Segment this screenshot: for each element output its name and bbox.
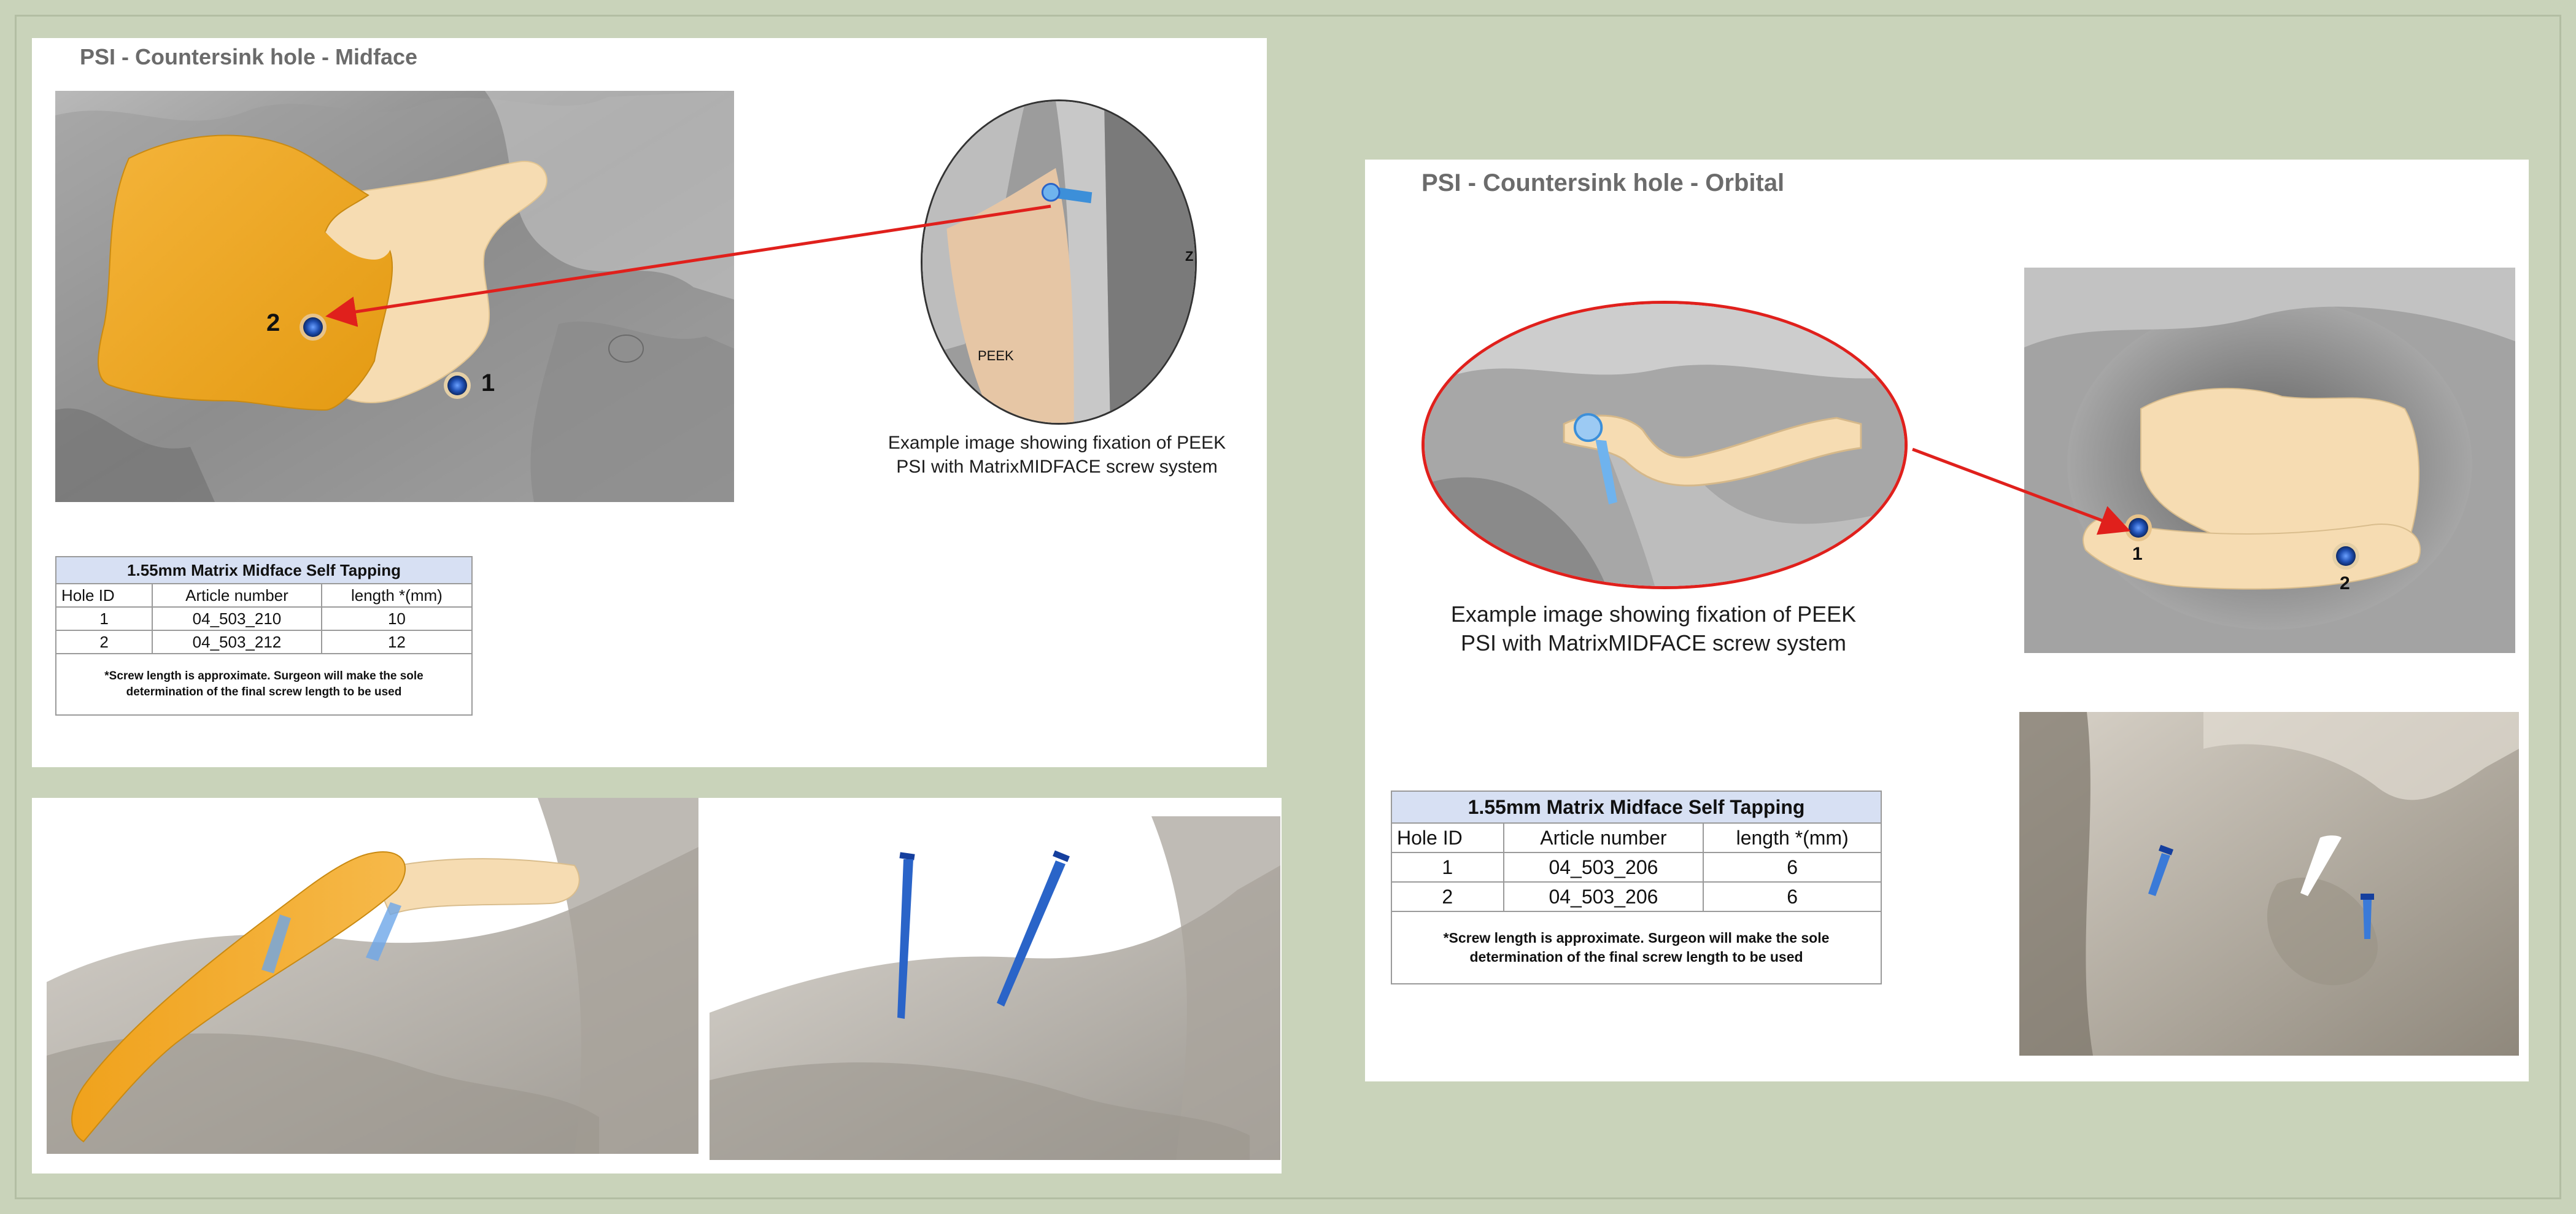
orbital-marker-1: 1: [2132, 544, 2143, 564]
orbital-table-header-hole: Hole ID: [1391, 822, 1504, 853]
midface-marker-1: 1: [481, 369, 495, 396]
orbital-render-bottom: [2019, 712, 2519, 1056]
orbital-row1-article: 04_503_206: [1503, 852, 1704, 883]
midface-note-line2: determination of the final screw length …: [126, 686, 402, 698]
midface-note-line1: *Screw length is approximate. Surgeon wi…: [104, 670, 424, 683]
orbital-caption: Example image showing fixation of PEEK P…: [1390, 600, 1917, 658]
orbital-row2-length: 6: [1703, 881, 1882, 912]
midface-inset-corner-label: Z: [1185, 249, 1194, 264]
implant-side-graphic: [47, 798, 698, 1154]
midface-table-header-hole: Hole ID: [55, 583, 153, 608]
midface-row1-hole: 1: [55, 606, 153, 631]
midface-row1-article: 04_503_210: [152, 606, 322, 631]
midface-title: PSI - Countersink hole - Midface: [80, 44, 418, 69]
implant-side-render: [47, 798, 698, 1154]
midface-panel: PSI - Countersink hole - Midface: [32, 38, 1267, 767]
table-row: 2 04_503_212 12: [55, 630, 473, 654]
orbital-marker-2: 2: [2340, 573, 2350, 593]
midface-table-header-length: length *(mm): [320, 583, 473, 608]
orbital-render-top: 1 2: [2024, 268, 2515, 653]
screw-2-icon: [997, 850, 1070, 1007]
orbital-inset-graphic: [1425, 304, 1905, 586]
midface-caption: Example image showing fixation of PEEK P…: [842, 431, 1267, 479]
orbital-render-top-graphic: [2024, 268, 2515, 653]
orbital-table-note: *Screw length is approximate. Surgeon wi…: [1391, 911, 1882, 984]
table-row: 2 04_503_206 6: [1391, 881, 1882, 912]
orbital-screw-2-icon: [2361, 894, 2374, 939]
orbital-row2-article: 04_503_206: [1503, 881, 1704, 912]
midface-table-title: 1.55mm Matrix Midface Self Tapping: [55, 556, 473, 584]
midface-screw-table: 1.55mm Matrix Midface Self Tapping Hole …: [55, 556, 473, 716]
table-row: 1 04_503_210 10: [55, 606, 473, 631]
table-row: 1 04_503_206 6: [1391, 852, 1882, 883]
orbital-screw-1-icon: [2148, 845, 2174, 896]
screws-only-graphic: [710, 816, 1280, 1160]
midface-render: 2 1: [55, 91, 734, 502]
orbital-table-title: 1.55mm Matrix Midface Self Tapping: [1391, 791, 1882, 824]
midface-row2-article: 04_503_212: [152, 630, 322, 654]
orbital-table-header-length: length *(mm): [1703, 822, 1882, 853]
orbital-panel: PSI - Countersink hole - Orbital Example…: [1365, 160, 2529, 1081]
orbital-table-header-article: Article number: [1503, 822, 1704, 853]
midface-inset-circle: PEEK Z: [921, 99, 1197, 425]
midface-table-header-article: Article number: [152, 583, 322, 608]
orbital-inset-ellipse: [1421, 301, 1908, 589]
screw-1-icon: [897, 852, 915, 1019]
midface-inset-peek-label: PEEK: [978, 348, 1014, 363]
screw-views-panel: [32, 798, 1282, 1173]
midface-row2-hole: 2: [55, 630, 153, 654]
midface-marker-2: 2: [266, 309, 280, 336]
orbital-row1-length: 6: [1703, 852, 1882, 883]
orbital-row1-hole: 1: [1391, 852, 1504, 883]
midface-caption-line1: Example image showing fixation of PEEK: [888, 433, 1226, 453]
orbital-caption-line2: PSI with MatrixMIDFACE screw system: [1460, 630, 1847, 655]
midface-caption-line2: PSI with MatrixMIDFACE screw system: [896, 457, 1218, 477]
orbital-note-line1: *Screw length is approximate. Surgeon wi…: [1443, 929, 1830, 946]
orbital-note-line2: determination of the final screw length …: [1469, 949, 1803, 965]
orbital-row2-hole: 2: [1391, 881, 1504, 912]
midface-inset-graphic: [922, 101, 1195, 423]
midface-row2-length: 12: [320, 630, 473, 654]
orbital-render-bottom-graphic: [2019, 712, 2519, 1056]
orbital-screw-table: 1.55mm Matrix Midface Self Tapping Hole …: [1391, 791, 1882, 984]
screws-only-render: [710, 816, 1280, 1160]
midface-table-note: *Screw length is approximate. Surgeon wi…: [55, 653, 473, 716]
midface-row1-length: 10: [320, 606, 473, 631]
orbital-caption-line1: Example image showing fixation of PEEK: [1450, 601, 1857, 627]
midface-render-graphic: [55, 91, 734, 502]
orbital-title: PSI - Countersink hole - Orbital: [1421, 169, 1785, 196]
